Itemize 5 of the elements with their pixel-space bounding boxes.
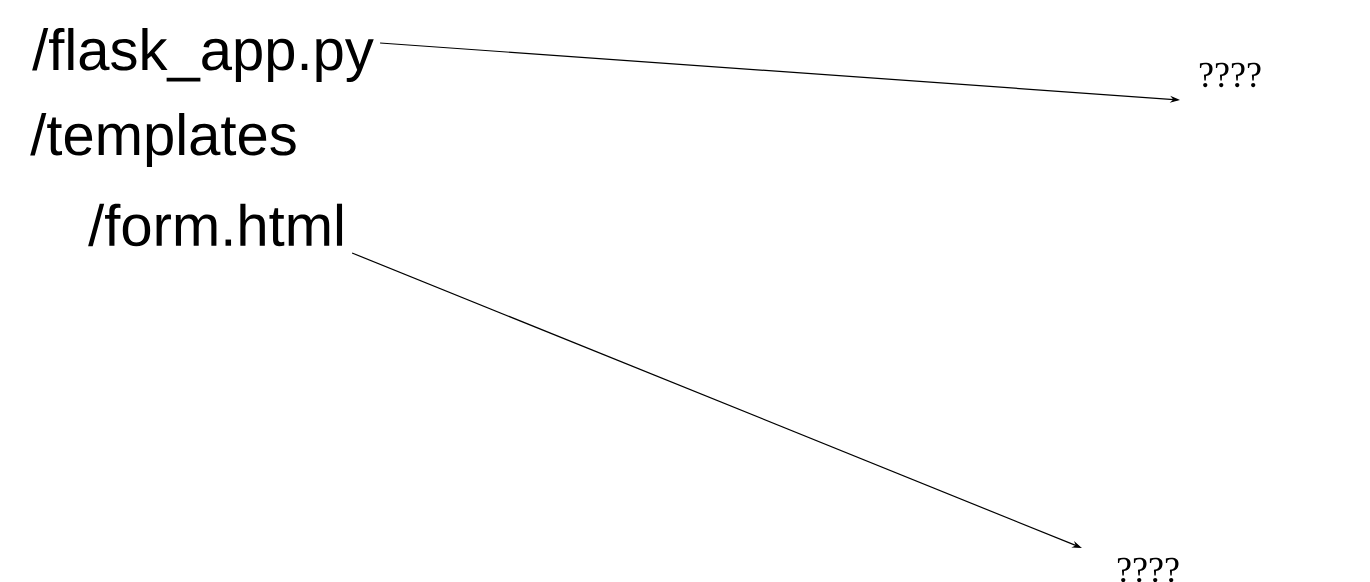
placeholder-text: ???? [1117,557,1179,582]
folder-name: /templates [30,112,296,168]
file-name: /form.html [88,203,343,247]
placeholder-text: ???? [1199,62,1261,88]
file-name: /flask_app.py [32,27,374,83]
